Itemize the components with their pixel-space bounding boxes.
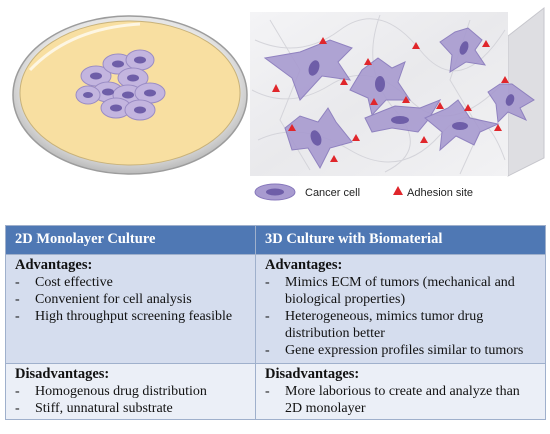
legend-cancer-cell-label: Cancer cell xyxy=(305,187,361,199)
list-item: More laborious to create and analyze tha… xyxy=(265,383,536,417)
monolayer-nuclei xyxy=(83,56,156,114)
comparison-table: 2D Monolayer Culture 3D Culture with Bio… xyxy=(5,225,546,420)
adhesion-sites xyxy=(272,37,509,162)
disadvantages-2d-title: Disadvantages: xyxy=(15,366,110,382)
list-item: Cost effective xyxy=(15,274,246,291)
advantages-2d-list: Cost effective Convenient for cell analy… xyxy=(15,274,246,325)
3d-cancer-cells xyxy=(263,27,535,170)
list-item: Convenient for cell analysis xyxy=(15,291,246,308)
disadvantages-3d-cell: Disadvantages: More laborious to create … xyxy=(255,363,546,420)
col-header-3d: 3D Culture with Biomaterial xyxy=(255,225,546,255)
legend-adhesion-label: Adhesion site xyxy=(407,187,474,199)
list-item: Mimics ECM of tumors (mechanical and bio… xyxy=(265,274,536,308)
list-item: High throughput screening feasible xyxy=(15,308,246,325)
advantages-2d-title: Advantages: xyxy=(15,257,93,273)
legend-cancer-cell-icon xyxy=(254,183,296,201)
culture-illustration xyxy=(12,6,545,201)
list-item: Gene expression profiles similar to tumo… xyxy=(265,342,536,359)
advantages-3d-title: Advantages: xyxy=(265,257,343,273)
disadvantages-row: Disadvantages: Homogenous drug distribut… xyxy=(5,363,546,420)
list-item: Stiff, unnatural substrate xyxy=(15,400,246,417)
header-row: 2D Monolayer Culture 3D Culture with Bio… xyxy=(5,225,546,255)
disadvantages-3d-title: Disadvantages: xyxy=(265,366,360,382)
col-header-2d: 2D Monolayer Culture xyxy=(5,225,256,255)
list-item: Heterogeneous, mimics tumor drug distrib… xyxy=(265,308,536,342)
disadvantages-2d-list: Homogenous drug distribution Stiff, unna… xyxy=(15,383,246,417)
advantages-3d-cell: Advantages: Mimics ECM of tumors (mechan… xyxy=(255,254,546,364)
advantages-3d-list: Mimics ECM of tumors (mechanical and bio… xyxy=(265,274,536,359)
advantages-2d-cell: Advantages: Cost effective Convenient fo… xyxy=(5,254,256,364)
legend-adhesion-icon xyxy=(393,186,403,195)
3d-cancer-nuclei xyxy=(308,41,515,146)
disadvantages-3d-list: More laborious to create and analyze tha… xyxy=(265,383,536,417)
disadvantages-2d-cell: Disadvantages: Homogenous drug distribut… xyxy=(5,363,256,420)
advantages-row: Advantages: Cost effective Convenient fo… xyxy=(5,254,546,364)
list-item: Homogenous drug distribution xyxy=(15,383,246,400)
